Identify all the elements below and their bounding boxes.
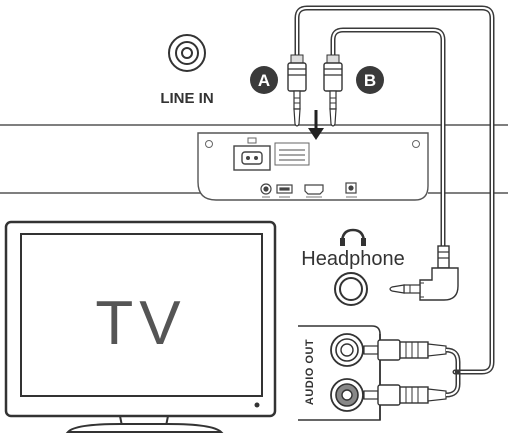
tv-power-led-icon (254, 402, 260, 408)
audio-out-panel: AUDIO OUT (298, 325, 381, 421)
audio-out-jack-dark-icon (330, 378, 364, 412)
power-socket-icon (233, 137, 271, 171)
arrow-down-icon (308, 110, 324, 140)
audio-out-jack-white-icon (330, 333, 364, 367)
plug-a (287, 54, 307, 127)
usb-port-icon (276, 184, 293, 194)
plug-a-badge: A (250, 66, 278, 94)
svg-text:A: A (258, 71, 270, 90)
plug-b (323, 54, 343, 127)
tv-label: TV (95, 289, 186, 358)
soundbar-rear-panel (197, 132, 429, 201)
rca-plug-lower (363, 384, 447, 406)
rca-plug-upper (363, 339, 447, 361)
headphone-label: Headphone (301, 248, 404, 270)
line-in-label: LINE IN (160, 90, 213, 107)
svg-text:B: B (364, 71, 376, 90)
line-in-jack-icon (168, 34, 206, 72)
rating-label-icon (274, 142, 310, 166)
tv (4, 220, 277, 433)
port-row (260, 182, 357, 195)
dc-port-icon (345, 182, 357, 194)
rca-cables (445, 347, 461, 398)
line-in-port-icon (260, 183, 272, 195)
headphone-jack-icon (334, 272, 368, 306)
plug-b-badge: B (356, 66, 384, 94)
headphone-icon (340, 228, 366, 246)
audio-out-label: AUDIO OUT (304, 339, 316, 405)
right-angle-plug (389, 245, 459, 301)
hdmi-port-icon (304, 184, 324, 195)
